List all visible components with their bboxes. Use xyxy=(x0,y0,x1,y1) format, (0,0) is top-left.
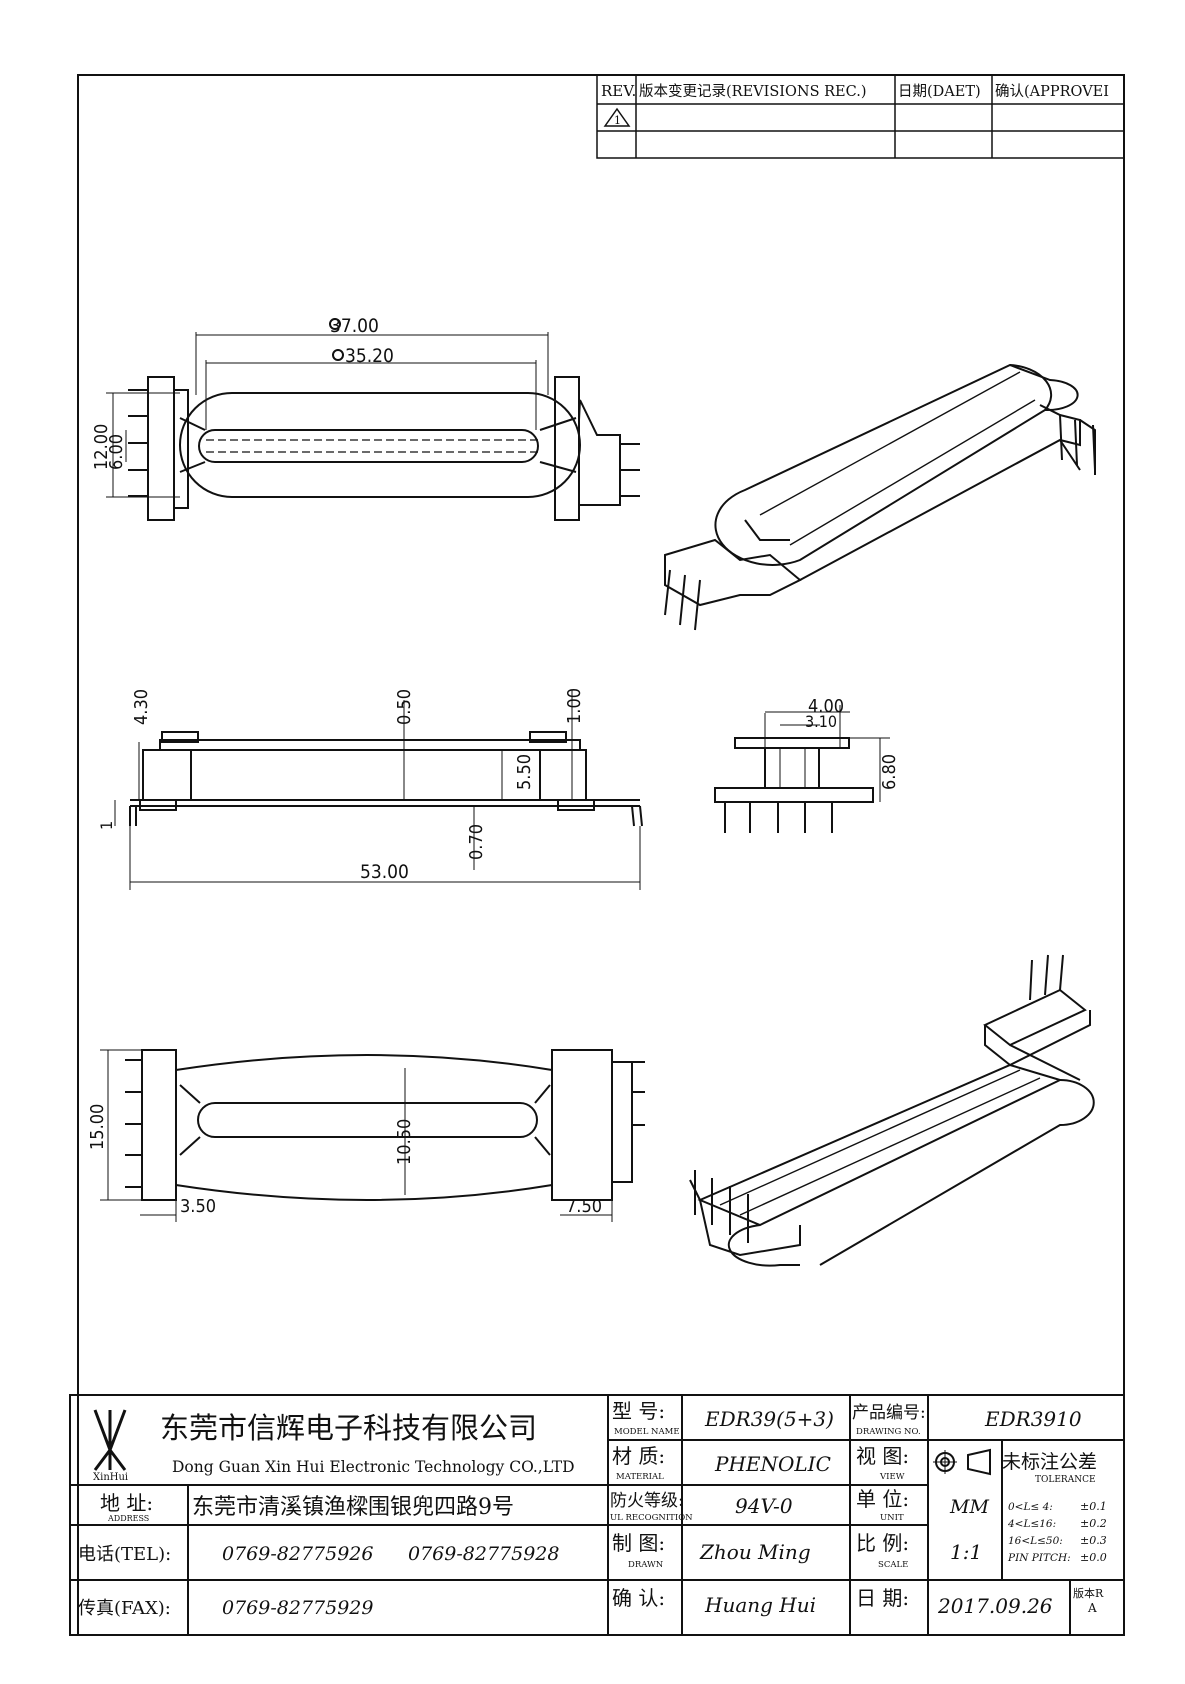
dim-12: 12.00 xyxy=(91,424,112,470)
dim-15: 15.00 xyxy=(87,1104,108,1150)
model-label: 型 号: xyxy=(612,1399,665,1423)
dim-6-80: 6.80 xyxy=(879,754,900,790)
address-label-en: ADDRESS xyxy=(107,1514,149,1523)
tolerance-value: ±0.0 xyxy=(1080,1551,1107,1564)
ul-label-en: UL RECOGNITION xyxy=(610,1513,693,1523)
fax-value: 0769-82775929 xyxy=(222,1597,373,1619)
revisions-col-header: 版本变更记录(REVISIONS REC.) xyxy=(639,83,866,100)
top-view xyxy=(106,332,640,521)
side-view xyxy=(114,690,643,890)
tolerance-range: PIN PITCH: xyxy=(1007,1552,1071,1564)
view-label: 视 图: xyxy=(856,1444,909,1468)
drawn-value: Zhou Ming xyxy=(699,1540,811,1564)
drawing-no-value: EDR3910 xyxy=(984,1407,1082,1431)
date-col-header: 日期(DAET) xyxy=(898,83,981,100)
model-label-en: MODEL NAME xyxy=(614,1427,680,1437)
tolerance-value: ±0.2 xyxy=(1080,1517,1107,1530)
title-block xyxy=(69,1394,1125,1636)
tolerance-range: 0<L≤ 4: xyxy=(1008,1501,1053,1513)
confirm-value: Huang Hui xyxy=(704,1593,816,1617)
dim-1-00: 1.00 xyxy=(564,688,585,724)
dim-10-50: 10.50 xyxy=(394,1119,415,1165)
scale-value: 1:1 xyxy=(950,1540,982,1564)
fax-label: 传真(FAX): xyxy=(78,1598,171,1619)
sheet-border xyxy=(77,74,1125,1636)
dim-3-10: 3.10 xyxy=(805,712,837,731)
tel-value-1: 0769-82775926 xyxy=(222,1543,373,1565)
dim-6: 6.00 xyxy=(106,434,127,470)
material-label-en: MATERIAL xyxy=(616,1472,664,1482)
tolerance-value: ±0.1 xyxy=(1080,1500,1107,1513)
tolerance-title-en: TOLERANCE xyxy=(1035,1475,1096,1485)
dim-4-00: 4.00 xyxy=(808,696,844,717)
tel-label: 电话(TEL): xyxy=(78,1544,171,1565)
dim-53: 53.00 xyxy=(360,861,409,883)
tolerance-range: 4<L≤16: xyxy=(1007,1518,1056,1530)
date-label: 日 期: xyxy=(856,1586,909,1610)
isometric-view-2 xyxy=(689,954,1095,1267)
unit-value: MM xyxy=(949,1496,989,1518)
address-value: 东莞市清溪镇渔樑围银兜四路9号 xyxy=(192,1495,514,1520)
revision-block xyxy=(596,74,1125,159)
view-label-en: VIEW xyxy=(879,1472,905,1482)
end-view xyxy=(714,705,890,833)
isometric-view-1 xyxy=(664,363,1096,631)
address-label: 地 址: xyxy=(100,1491,153,1515)
drawing-no-label: 产品编号: xyxy=(852,1403,926,1423)
material-value: PHENOLIC xyxy=(714,1452,831,1476)
tolerance-table: 0<L≤ 4: ±0.1 4<L≤16: ±0.2 16<L≤50: ±0.3 … xyxy=(1007,1500,1107,1564)
drawing-no-label-en: DRAWING NO. xyxy=(856,1427,921,1437)
dim-1: 1 xyxy=(97,821,116,830)
tolerance-value: ±0.3 xyxy=(1080,1534,1107,1547)
tolerance-range: 16<L≤50: xyxy=(1008,1535,1063,1547)
rev-col-header: REV. xyxy=(601,82,636,100)
version-value: A xyxy=(1087,1601,1097,1615)
bottom-view xyxy=(100,1049,645,1222)
dim-7-50: 7.50 xyxy=(566,1196,602,1217)
date-value: 2017.09.26 xyxy=(937,1594,1053,1618)
rev-row1-number: 1 xyxy=(614,114,621,127)
unit-label-en: UNIT xyxy=(880,1513,904,1523)
approve-col-header: 确认(APPROVEI xyxy=(995,83,1109,100)
dim-5-50: 5.50 xyxy=(514,754,535,790)
confirm-label: 确 认: xyxy=(612,1586,665,1610)
drawn-label: 制 图: xyxy=(612,1531,665,1555)
dim-0-50: 0.50 xyxy=(394,689,415,725)
model-value: EDR39(5+3) xyxy=(704,1407,834,1431)
version-label: 版本R xyxy=(1073,1586,1104,1600)
unit-label: 单 位: xyxy=(856,1487,909,1511)
dim-0-70: 0.70 xyxy=(466,824,487,860)
drawn-label-en: DRAWN xyxy=(628,1560,664,1570)
dim-3-50: 3.50 xyxy=(180,1196,216,1217)
company-name-en: Dong Guan Xin Hui Electronic Technology … xyxy=(172,1458,575,1476)
tel-value-2: 0769-82775928 xyxy=(408,1543,559,1565)
dim-37: 37.00 xyxy=(330,315,379,337)
dim-4-30: 4.30 xyxy=(131,689,152,725)
logo-text: XinHui xyxy=(93,1472,128,1483)
tolerance-title: 未标注公差 xyxy=(1002,1451,1097,1473)
material-label: 材 质: xyxy=(612,1444,665,1468)
ul-value: 94V-0 xyxy=(735,1494,793,1518)
company-name-cn: 东莞市信辉电子科技有限公司 xyxy=(160,1411,537,1445)
dim-35: 35.20 xyxy=(345,345,394,367)
scale-label-en: SCALE xyxy=(878,1560,908,1570)
scale-label: 比 例: xyxy=(856,1531,909,1555)
ul-label: 防火等级: xyxy=(610,1491,684,1511)
